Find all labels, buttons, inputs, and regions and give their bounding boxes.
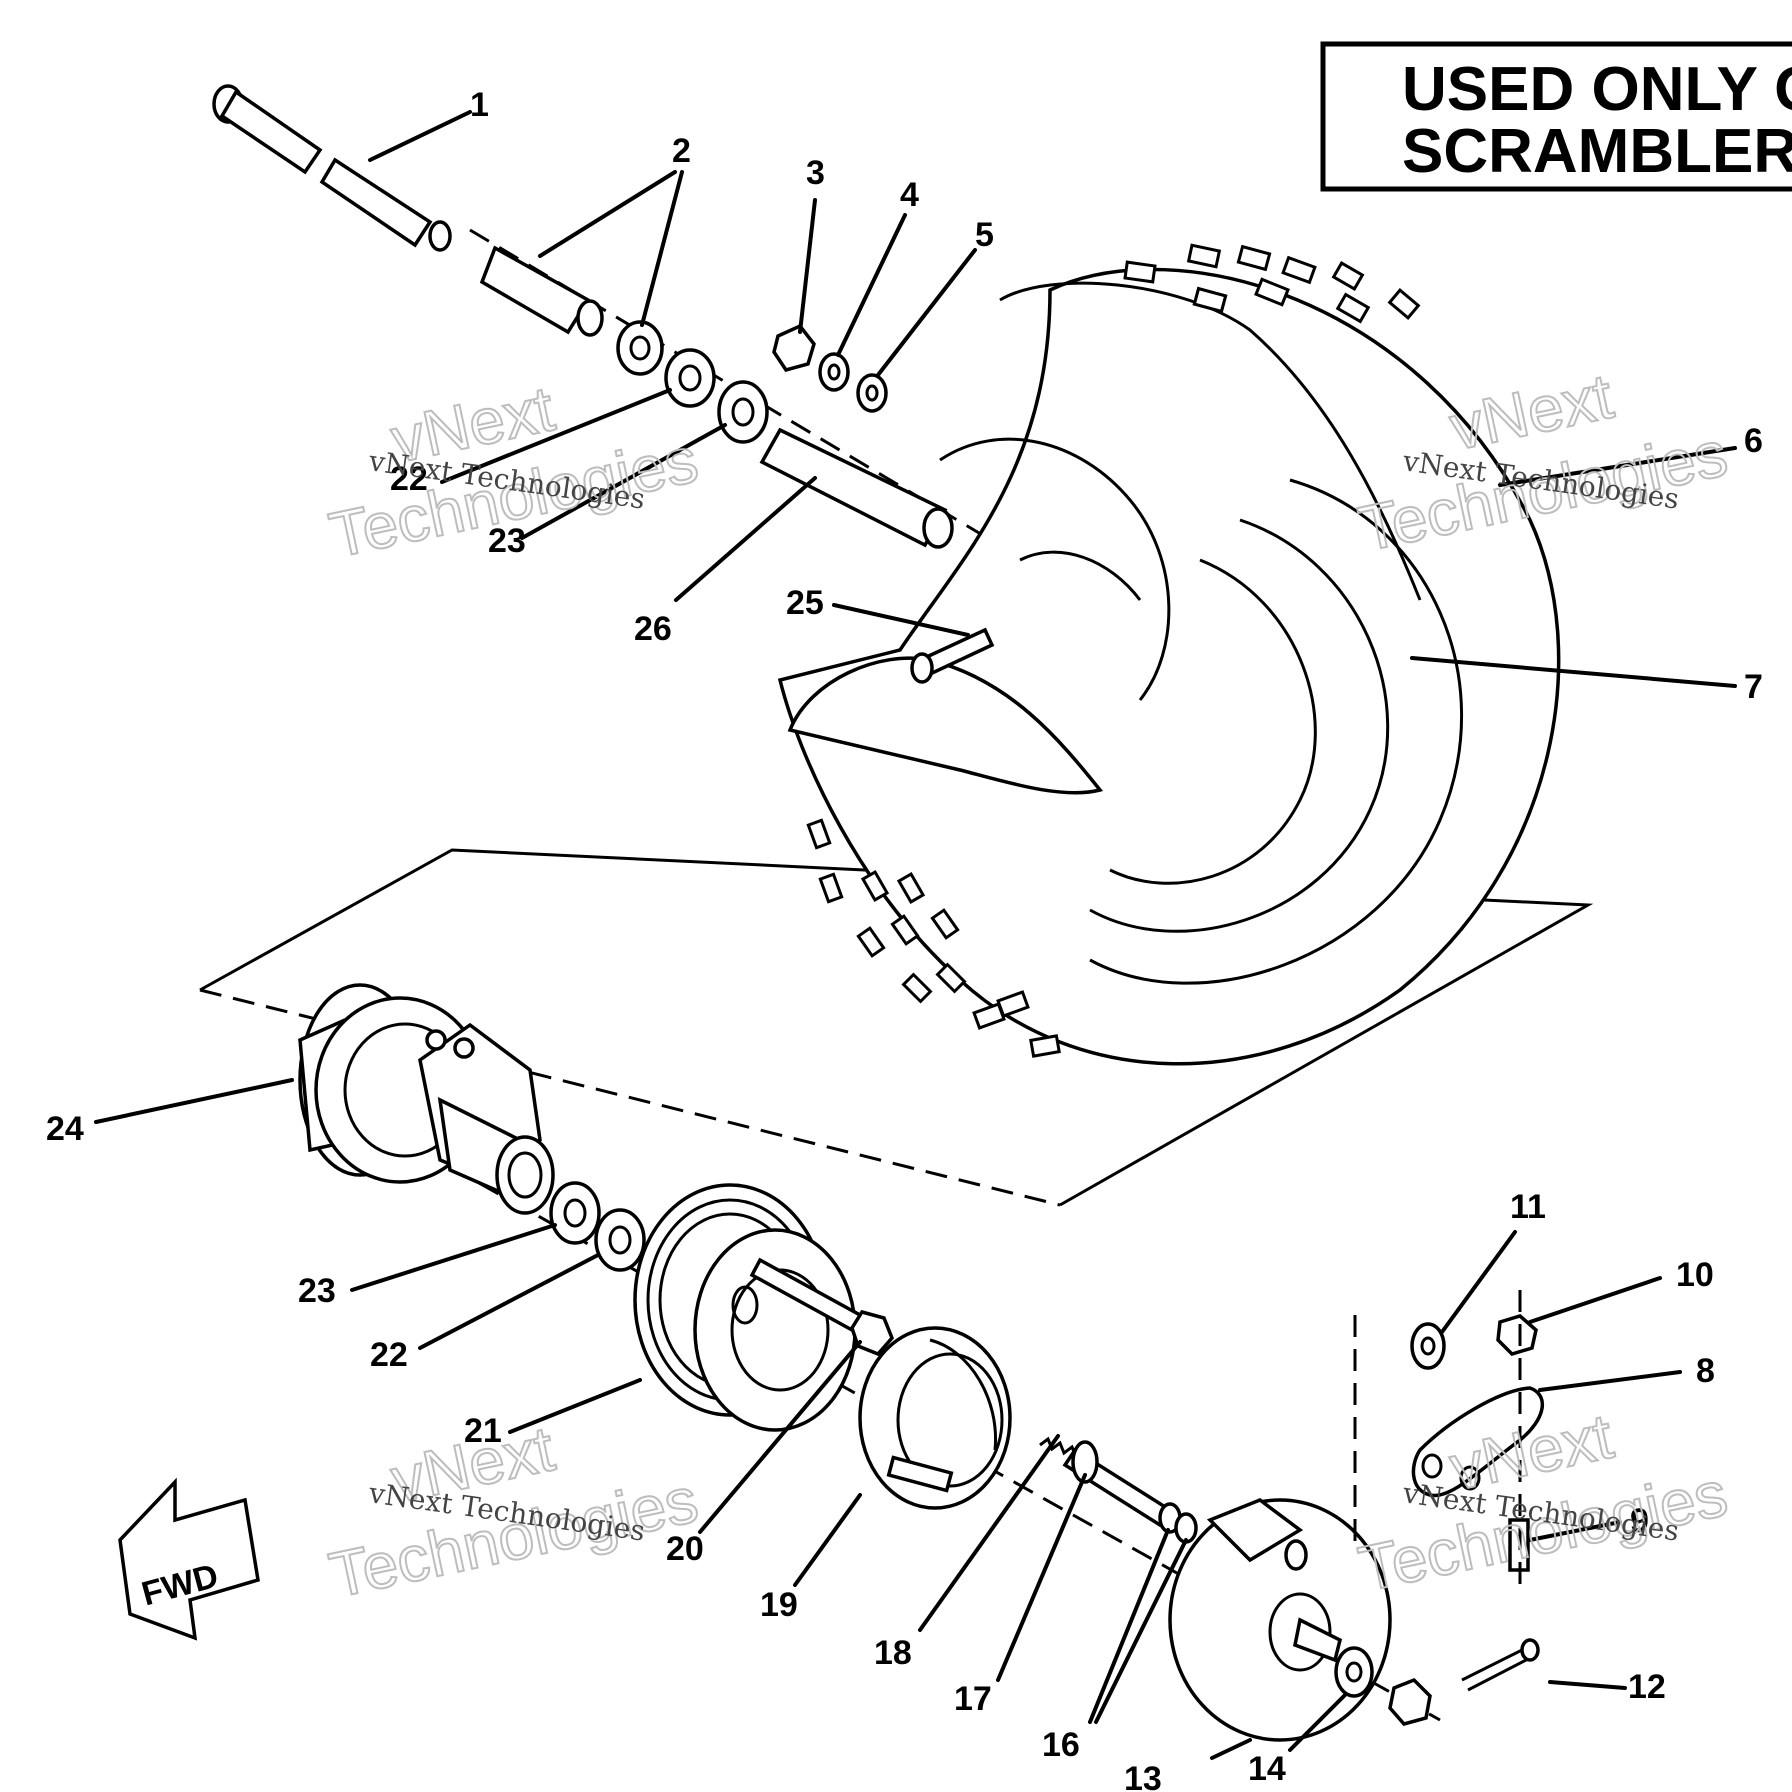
leader-lines (94, 110, 1737, 1760)
callout-21: 21 (464, 1412, 502, 1450)
part-washer-5 (856, 373, 888, 413)
callout-19: 19 (760, 1586, 798, 1624)
part-washer-11 (1410, 1322, 1446, 1370)
part-washer-4 (818, 352, 850, 392)
callout-22-upper: 22 (390, 460, 428, 498)
part-tire (777, 243, 1561, 1066)
part-bolt (749, 1257, 895, 1357)
part-bearing-lower-22 (594, 1208, 646, 1272)
callout-26: 26 (634, 610, 672, 648)
callout-1: 1 (470, 86, 489, 124)
part-cotter-pin (1461, 1638, 1540, 1692)
callout-18: 18 (874, 1634, 912, 1672)
part-washers-16 (1158, 1502, 1198, 1544)
callout-11: 11 (1510, 1188, 1546, 1226)
callout-9: 9 (1630, 1502, 1649, 1540)
callout-5: 5 (975, 216, 994, 254)
callout-16: 16 (1042, 1726, 1080, 1764)
part-brake-drum (633, 1183, 857, 1432)
part-washer-14 (1334, 1646, 1374, 1698)
part-bearing-22 (664, 348, 716, 408)
part-bearing-23 (717, 380, 769, 444)
part-collar-26 (759, 427, 954, 549)
callout-22-lower: 22 (370, 1336, 408, 1374)
part-valve-stem (910, 627, 995, 684)
fwd-arrow: FWD (118, 1477, 260, 1641)
callout-13: 13 (1124, 1760, 1162, 1792)
banner-line-1: USED ONLY O (1402, 55, 1792, 124)
banner: USED ONLY O SCRAMBLER (1320, 41, 1792, 192)
part-axle-rod (212, 84, 452, 252)
callout-2: 2 (672, 132, 691, 170)
part-castle-nut (1388, 1677, 1432, 1726)
part-brake-shoe (858, 1326, 1012, 1510)
part-bearing-lower-23 (549, 1181, 601, 1245)
callout-3: 3 (806, 154, 825, 192)
callout-8: 8 (1696, 1352, 1715, 1390)
callout-23-upper: 23 (488, 522, 526, 560)
callout-20: 20 (666, 1530, 704, 1568)
callouts: 1 2 3 4 5 6 7 8 9 10 11 12 13 14 16 17 1… (46, 86, 1763, 1792)
callout-10: 10 (1676, 1256, 1714, 1294)
callout-12: 12 (1628, 1668, 1666, 1706)
callout-25: 25 (786, 584, 824, 622)
part-spacer (479, 245, 664, 376)
part-nut-3 (772, 323, 816, 373)
callout-6: 6 (1744, 422, 1763, 460)
callout-14: 14 (1248, 1750, 1286, 1788)
part-nut-10 (1496, 1314, 1538, 1356)
callout-4: 4 (900, 176, 919, 214)
callout-24: 24 (46, 1110, 84, 1148)
part-brake-panel (1168, 1498, 1392, 1742)
part-hub (298, 983, 555, 1215)
callout-7: 7 (1744, 668, 1763, 706)
banner-line-2: SCRAMBLER (1402, 117, 1792, 186)
callout-17: 17 (954, 1680, 992, 1718)
callout-23-lower: 23 (298, 1272, 336, 1310)
